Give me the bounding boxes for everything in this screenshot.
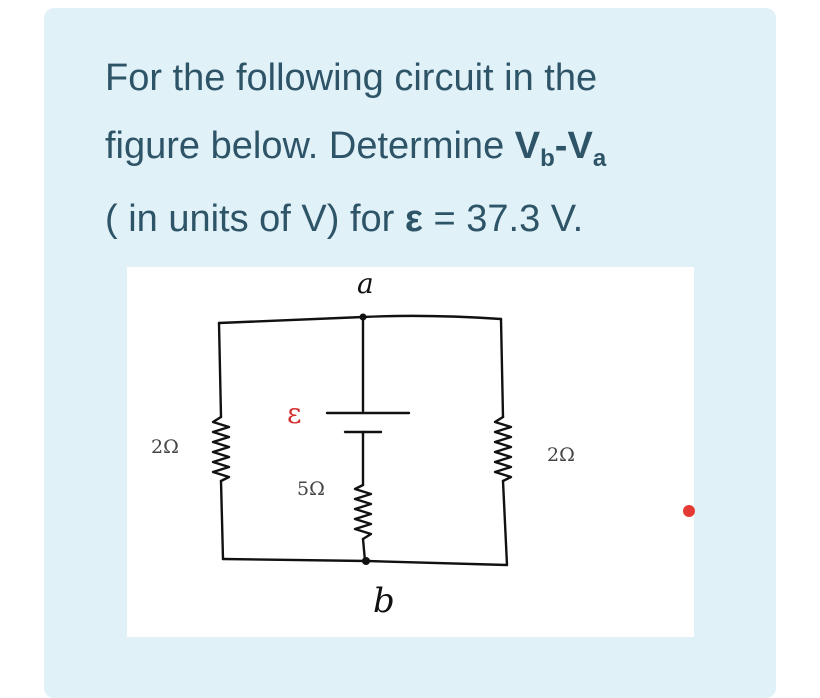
- question-text: For the following circuit in the figure …: [105, 44, 745, 253]
- red-dot-marker: [683, 505, 695, 517]
- node-a-label: a: [357, 267, 374, 300]
- circuit-diagram: a b ε 2Ω 5Ω 2Ω: [151, 267, 575, 621]
- node-a-dot: [359, 313, 367, 321]
- question-line-1: For the following circuit in the: [105, 57, 598, 99]
- right-resistor-label: 2Ω: [547, 444, 575, 466]
- middle-resistor-zigzag: [353, 483, 373, 541]
- left-wire-lower: [219, 479, 225, 561]
- node-b-dot: [362, 557, 370, 565]
- voltage-difference: Vb-Va: [514, 125, 607, 172]
- emf-value: = 37.3 V.: [422, 198, 584, 240]
- right-wire-upper: [499, 317, 505, 419]
- left-wire-upper: [217, 321, 223, 419]
- question-line-3: ( in units of V) for: [105, 198, 405, 240]
- subscript-b: b: [540, 145, 555, 172]
- middle-resistor-label: 5Ω: [297, 478, 325, 500]
- right-resistor-zigzag: [493, 415, 513, 483]
- circuit-figure: a b ε 2Ω 5Ω 2Ω: [127, 267, 694, 637]
- emf-symbol: ε: [404, 198, 423, 240]
- question-line-2: figure below. Determine: [105, 125, 515, 167]
- top-wire: [217, 314, 503, 325]
- emf-label: ε: [287, 397, 302, 430]
- left-resistor-zigzag: [211, 415, 231, 483]
- node-b-label: b: [373, 581, 395, 621]
- subscript-a: a: [592, 145, 607, 172]
- right-wire-lower: [501, 479, 509, 567]
- left-resistor-label: 2Ω: [151, 436, 179, 458]
